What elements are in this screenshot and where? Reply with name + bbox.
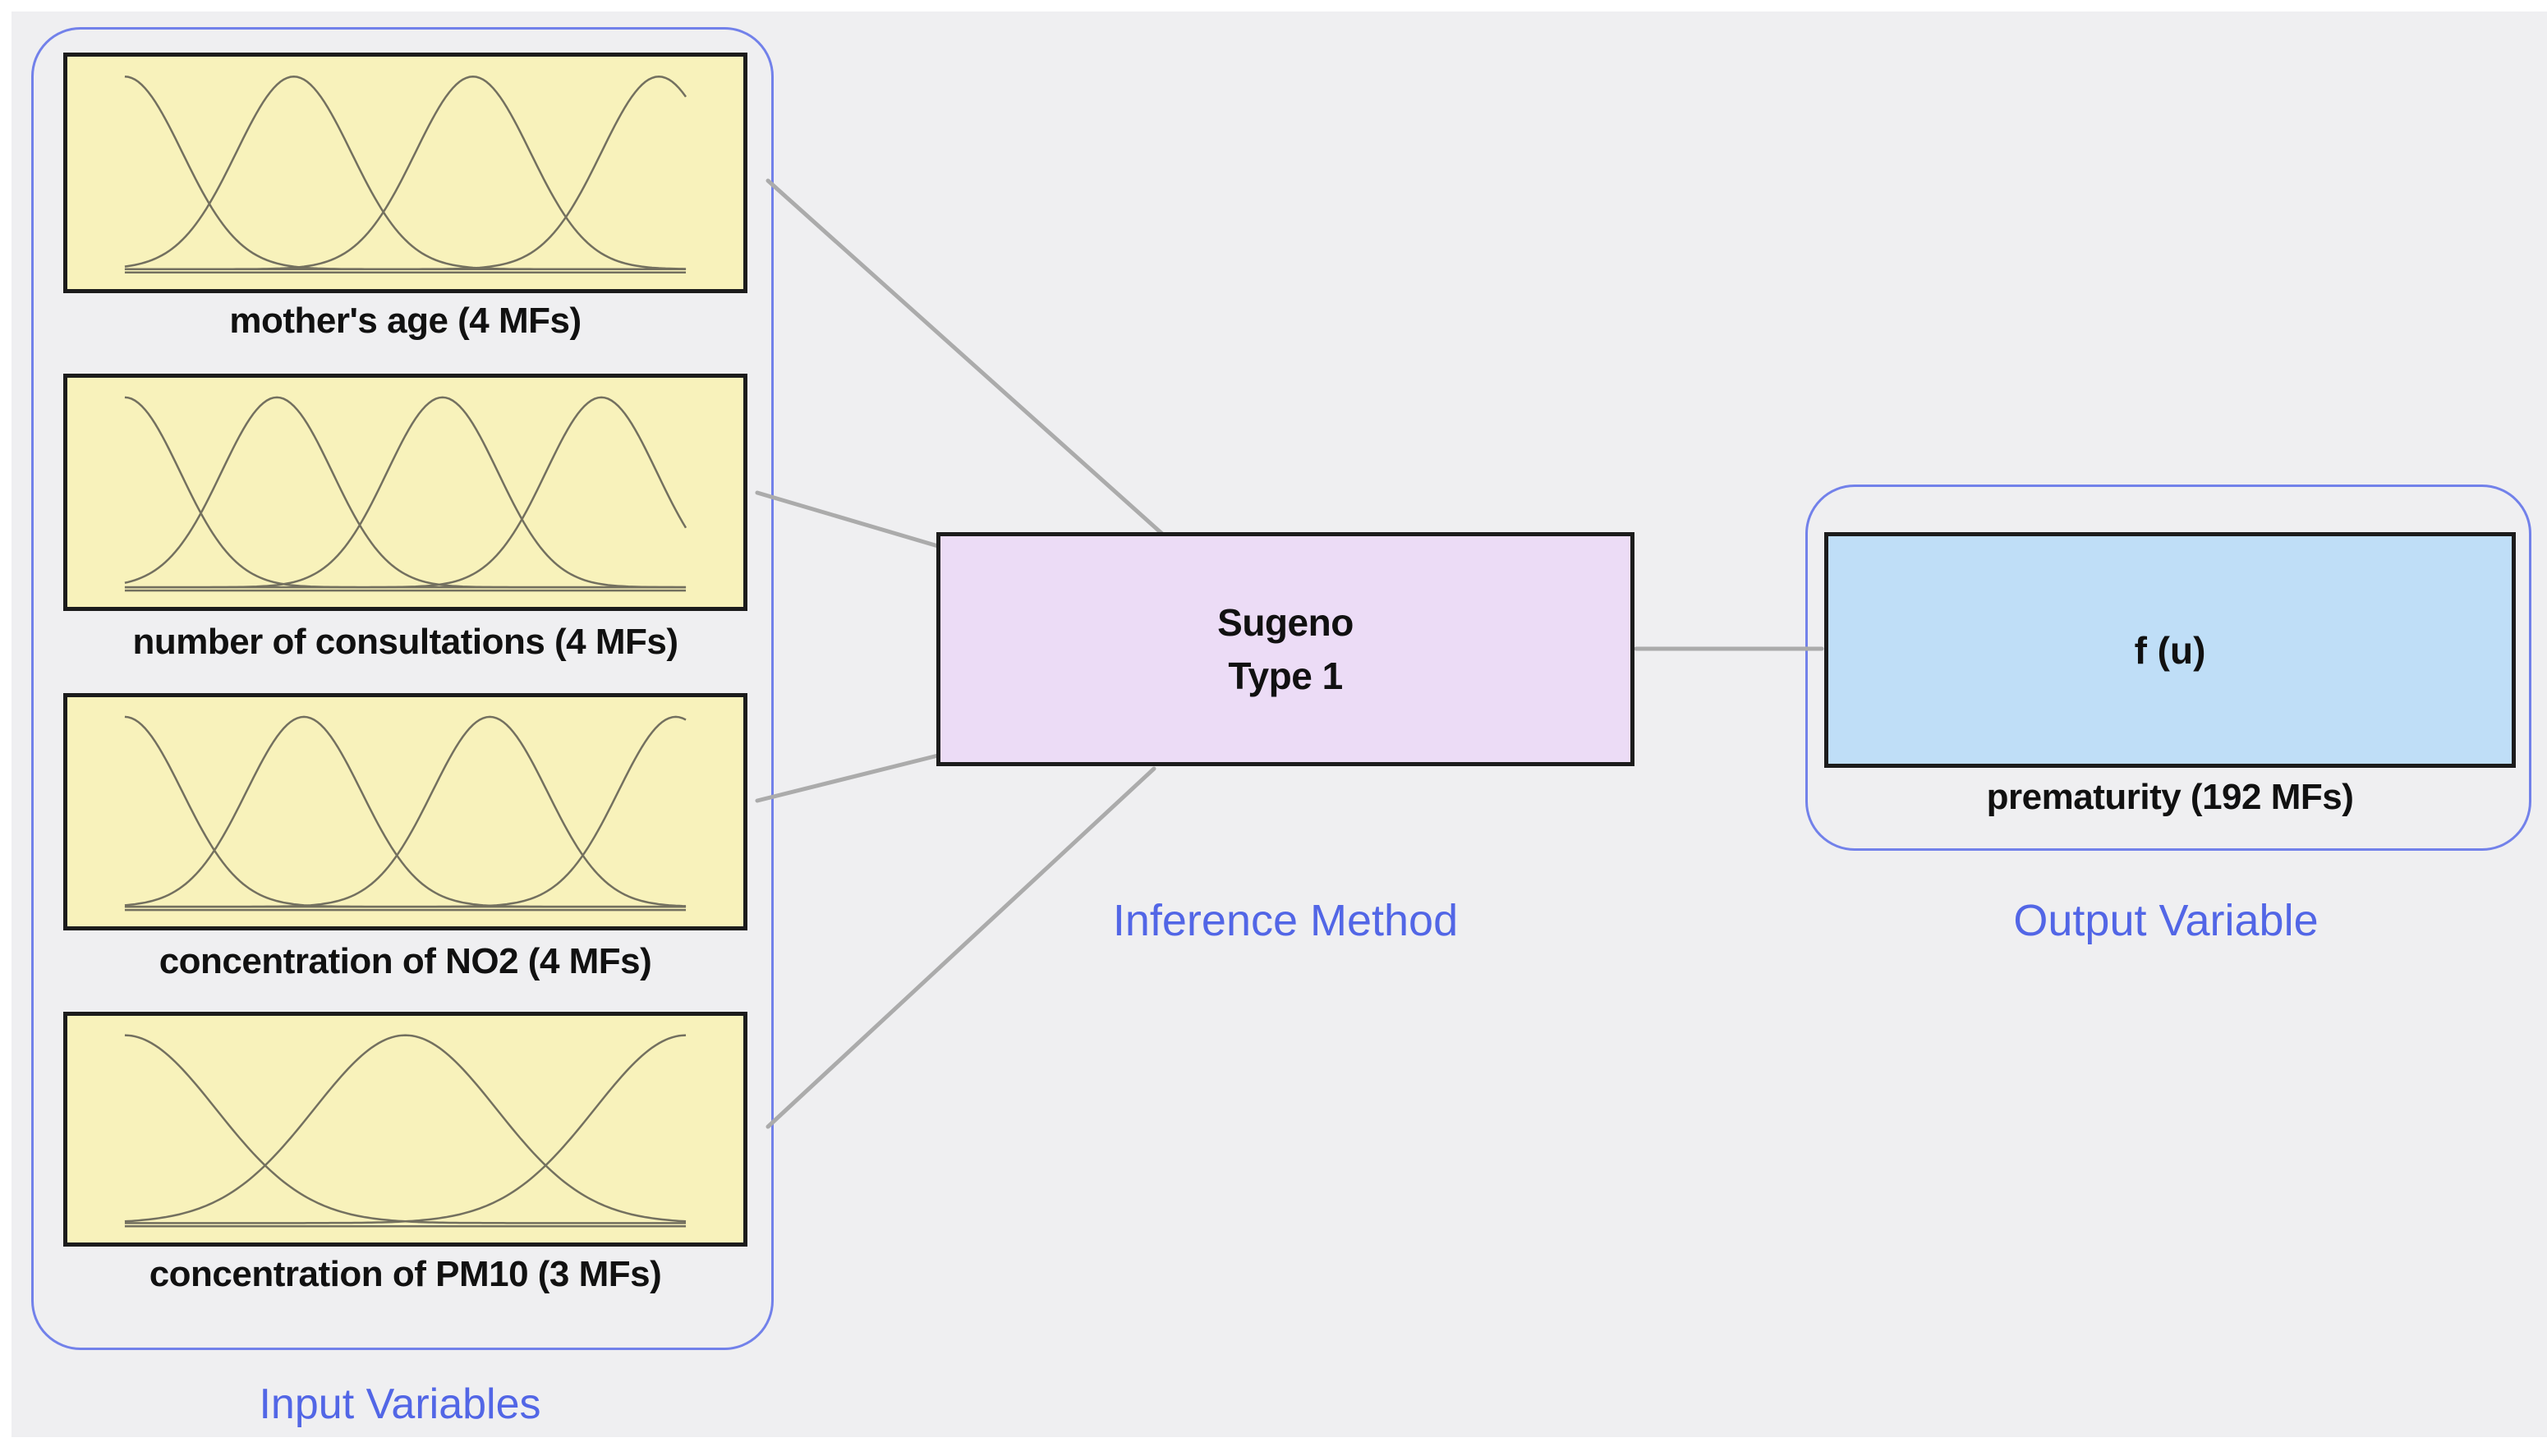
inference-box-line1: Sugeno — [1217, 601, 1354, 645]
connector-line — [765, 178, 1165, 536]
output-variable-label: Output Variable — [2013, 896, 2319, 945]
input-box-mothers-age[interactable] — [63, 53, 747, 293]
membership-function-plot — [67, 697, 743, 926]
input-box-caption: mother's age (4 MFs) — [229, 301, 582, 341]
connector-line — [755, 490, 940, 549]
membership-function-plot — [67, 378, 743, 607]
input-box-number-of-consultations[interactable] — [63, 374, 747, 611]
output-variable-box[interactable]: f (u) — [1824, 532, 2516, 768]
input-box-caption: number of consultations (4 MFs) — [132, 622, 678, 662]
input-box-concentration-pm10[interactable] — [63, 1012, 747, 1247]
membership-function-plot — [67, 1016, 743, 1242]
input-variables-group-outline — [31, 27, 774, 1350]
output-box-caption: prematurity (192 MFs) — [1986, 777, 2354, 817]
input-box-caption: concentration of NO2 (4 MFs) — [159, 941, 652, 981]
input-box-caption: concentration of PM10 (3 MFs) — [149, 1254, 662, 1294]
connector-line — [755, 753, 940, 803]
output-variable-group-outline — [1805, 485, 2531, 851]
connector-line — [765, 766, 1156, 1129]
inference-method-label: Inference Method — [1112, 896, 1459, 945]
inference-box-line2: Type 1 — [1228, 654, 1343, 697]
membership-function-plot — [67, 57, 743, 289]
input-box-concentration-no2[interactable] — [63, 693, 747, 930]
output-box-text: f (u) — [2134, 628, 2206, 672]
inference-method-box[interactable]: Sugeno Type 1 — [936, 532, 1634, 766]
input-variables-label: Input Variables — [259, 1380, 541, 1428]
